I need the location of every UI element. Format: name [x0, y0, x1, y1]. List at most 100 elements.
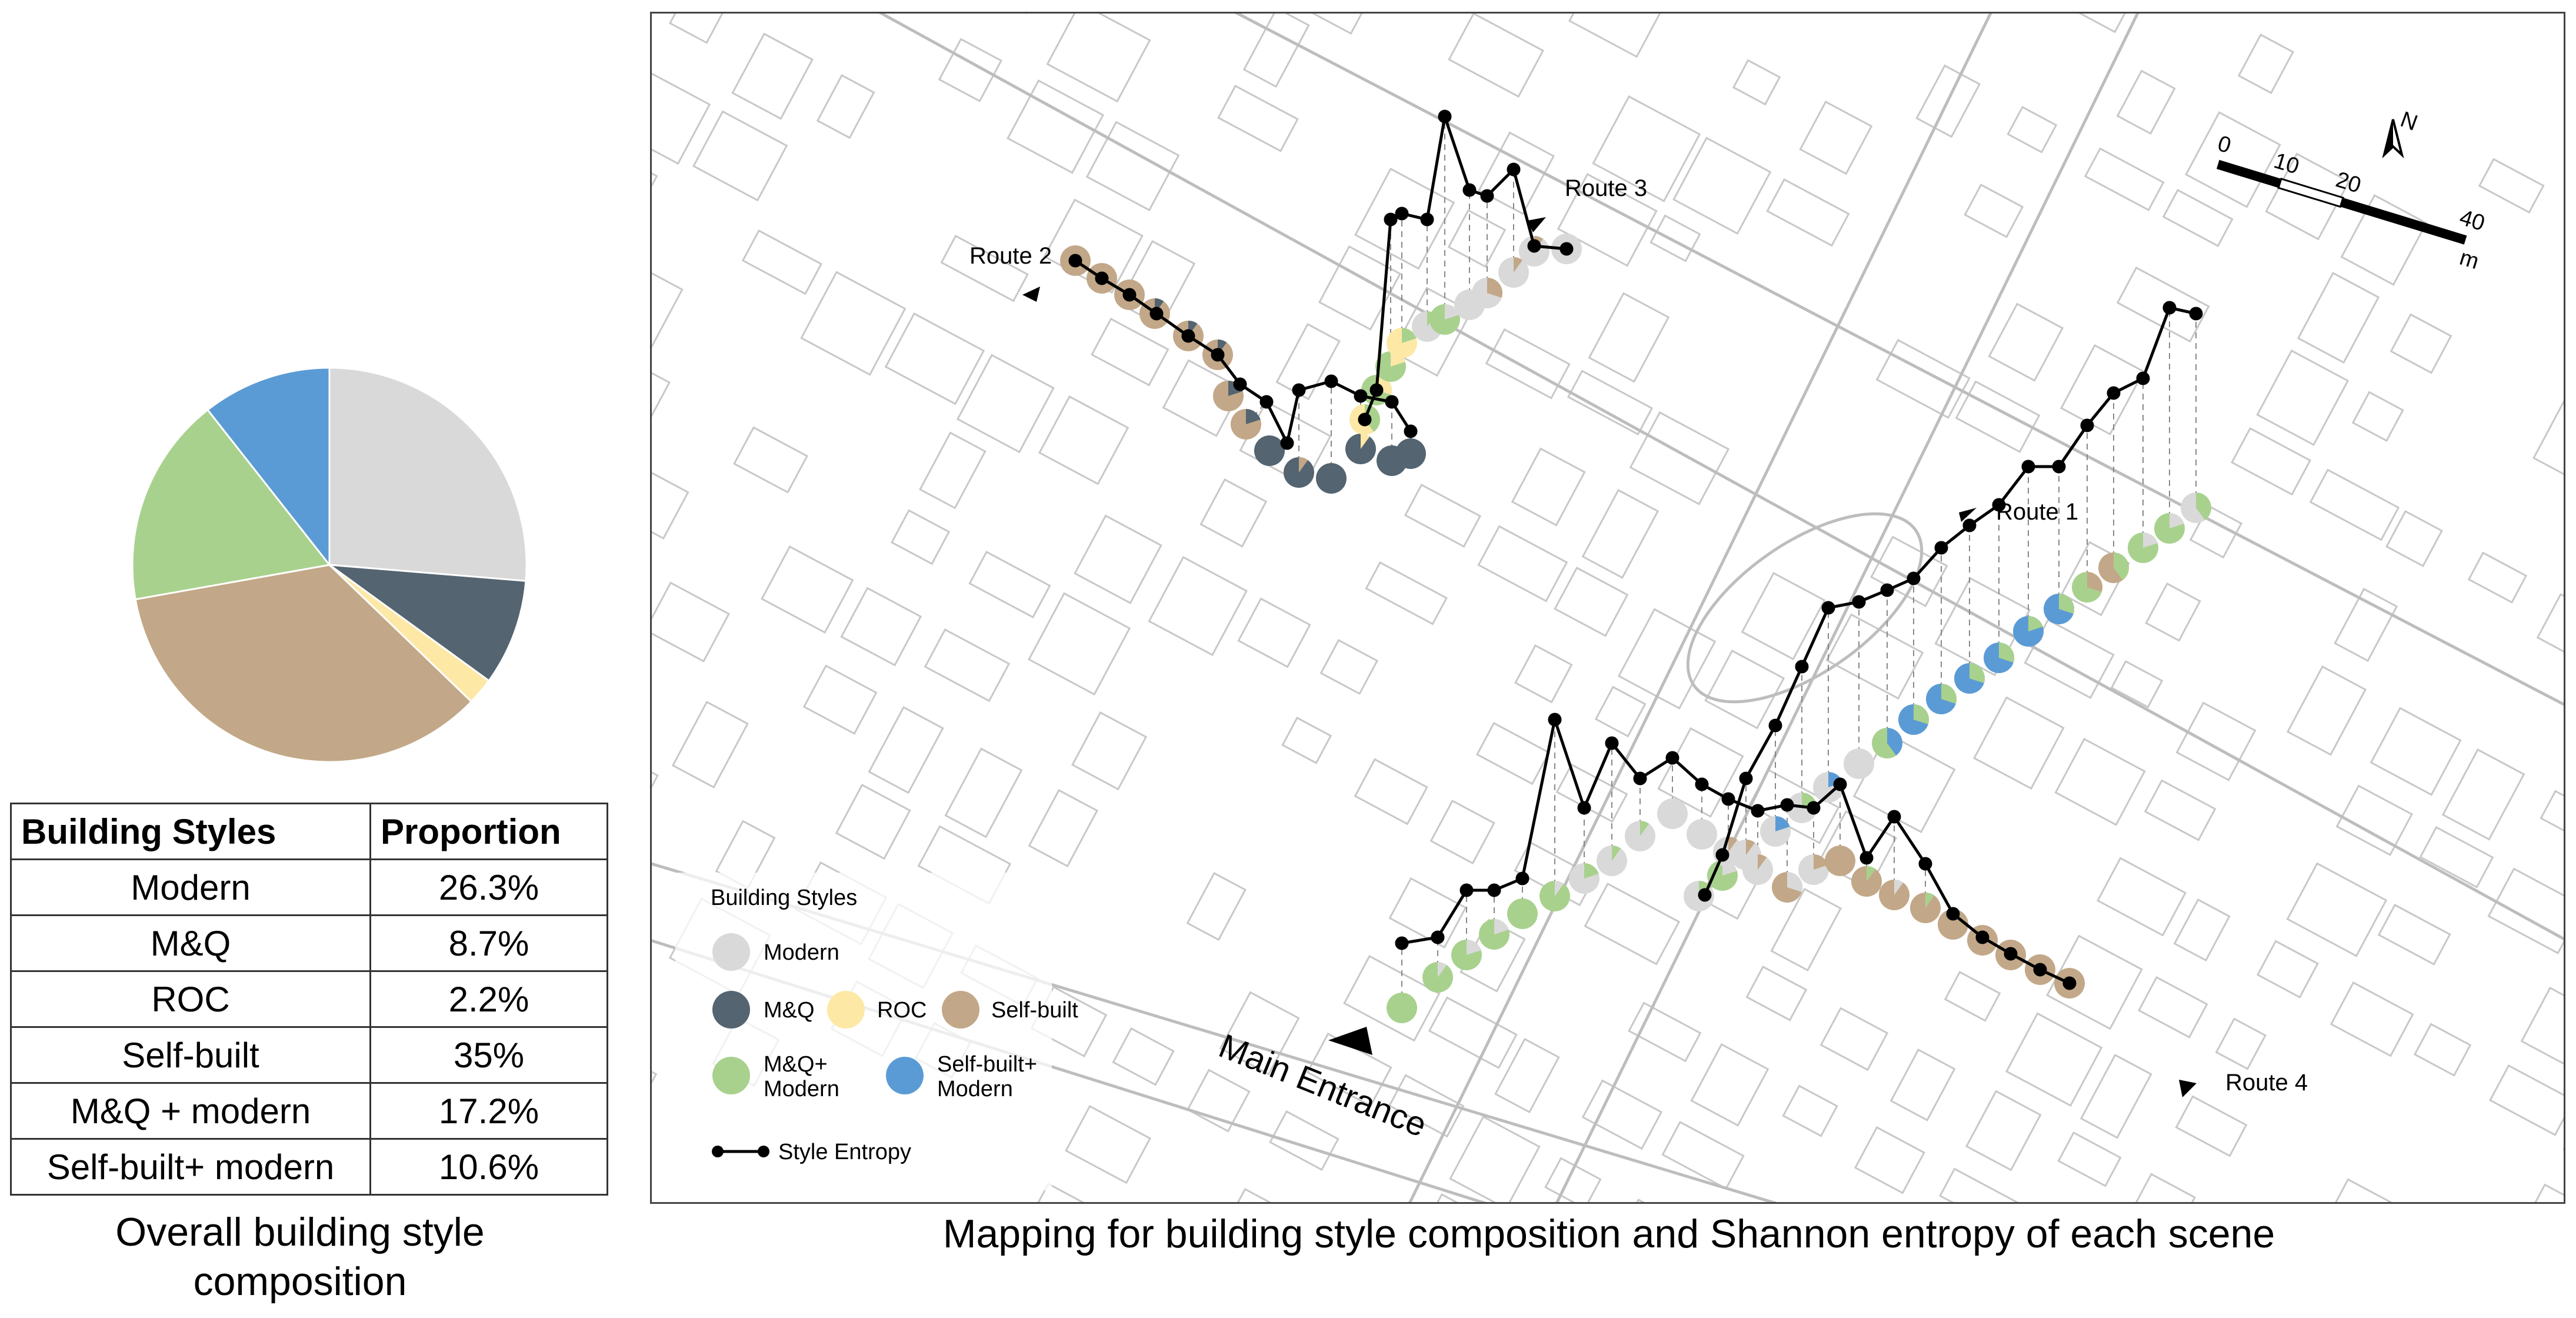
scene-pie-secondary [1299, 457, 1308, 472]
scene-pie-secondary [1612, 846, 1621, 861]
route-1-scene-pie [1872, 728, 1902, 758]
route-2-scene-pie [1254, 435, 1285, 466]
scene-pie-secondary [1487, 278, 1502, 298]
route-4-scene-pie [1798, 854, 1829, 885]
map-building-outline [1875, 338, 1971, 419]
map-building-outline [884, 312, 985, 405]
scene-pie-secondary [1246, 409, 1261, 424]
route-4-entropy-point [1515, 871, 1529, 886]
map-building-outline [2286, 862, 2388, 957]
route-4-scene-pie [1387, 993, 1417, 1023]
scene-pie-main [1844, 748, 1874, 779]
map-building-outline [1592, 95, 1701, 202]
proportion-cell: 17.2% [369, 1082, 608, 1140]
map-building-outline [2478, 158, 2545, 214]
map-building-outline [2487, 867, 2564, 954]
map-building-outline [1186, 1069, 1251, 1133]
map-building-outline [1311, 14, 1363, 35]
route-4-entropy-point [1975, 930, 1990, 944]
map-building-outline [1766, 178, 1850, 247]
route-3-entropy-point [1420, 212, 1434, 227]
route-1-entropy-point [2080, 418, 2094, 432]
scene-pie-secondary [1514, 257, 1523, 272]
map-building-outline [1494, 1037, 1560, 1114]
map-building-outline [2007, 105, 2058, 154]
legend-entropy-label: Style Entropy [778, 1140, 911, 1164]
scene-pie-secondary [2143, 532, 2158, 548]
header-proportion: Proportion [369, 803, 608, 860]
scene-pie-main [1395, 438, 1426, 469]
route-4-entropy-point [1780, 798, 1794, 812]
map-building-outline [1555, 763, 1628, 823]
map-building-outline [2080, 1053, 2152, 1139]
map-building-outline [652, 372, 671, 418]
route-1-arrow [1959, 508, 1977, 522]
route-2-entropy-point [1354, 389, 1368, 403]
map-building-outline [2520, 986, 2564, 1065]
route-1-entropy-point [2052, 460, 2066, 474]
map-building-outline [1485, 328, 1571, 400]
map-building-outline [2116, 69, 2176, 135]
scene-pie-secondary [1925, 893, 1935, 908]
scale-segment-0-10 [2216, 159, 2281, 188]
map-building-outline [1065, 1104, 1152, 1184]
route-1-entropy-point [2021, 460, 2035, 474]
scale-segment-20-40 [2340, 198, 2467, 245]
table-header-row: Building Styles Proportion [10, 803, 608, 860]
route-1-scene-pie [1760, 816, 1791, 847]
proportion-cell: 8.7% [369, 914, 608, 972]
map-building-outline [1649, 214, 1701, 262]
legend-title: Building Styles [711, 886, 857, 910]
map-building-outline [1581, 488, 1659, 579]
map-building-outline [652, 472, 689, 540]
map-building-outline [1567, 370, 1654, 436]
map-building-outline [2532, 400, 2564, 475]
map-building-outline [1732, 59, 1781, 106]
scene-pie-secondary [2028, 616, 2043, 631]
map-building-outline [1628, 1001, 1702, 1063]
route-2-label: Route 2 [969, 243, 1052, 269]
map-building-outline [1148, 555, 1248, 657]
route-4-entropy-point [1577, 801, 1591, 815]
map-building-outline [1275, 322, 1341, 401]
map-building-outline [938, 38, 1003, 102]
scale-segment-10-20 [2277, 178, 2344, 208]
route-3-entropy-point [1559, 242, 1574, 256]
map-building-outline [2175, 701, 2257, 781]
map-building-outline [1770, 887, 1842, 972]
map-building-outline [652, 272, 684, 349]
scene-pie-secondary [1775, 816, 1790, 831]
route-2-scene-pie [1316, 463, 1347, 494]
route-1-scene-pie [1954, 663, 1985, 694]
map-building-outline [1365, 561, 1448, 625]
header-building-styles: Building Styles [10, 803, 371, 860]
scene-pie-secondary [1941, 684, 1957, 704]
map-building-outline [1672, 137, 1772, 235]
map-building-outline [2441, 748, 2525, 841]
scene-pie-secondary [1361, 434, 1370, 449]
scene-pie-main [1387, 993, 1417, 1023]
pie-slice-self-built-modern [206, 367, 331, 568]
scene-pie-secondary [1787, 872, 1802, 893]
scene-pie-secondary [1746, 840, 1755, 855]
style-cell: M&Q [10, 914, 371, 972]
map-building-outline [1448, 14, 1545, 98]
map-building-outline [1704, 649, 1785, 730]
map-building-outline [1242, 14, 1310, 88]
legend-entropy-dot-left [712, 1146, 724, 1157]
route-1-entropy-point [1907, 571, 1921, 585]
route-1-entropy-point [1992, 498, 2006, 512]
map-panel: Route 1 Route 2 Route 3 Route 4 Main Ent… [650, 12, 2565, 1204]
map-building-outline [1554, 566, 1629, 637]
map-building-outline [924, 628, 1011, 703]
map-building-outline [1745, 965, 1808, 1021]
map-building-outline [968, 550, 1051, 619]
map-building-outline [741, 229, 823, 295]
route-1-scene-pie [1926, 684, 1957, 714]
scene-pie-main [1316, 463, 1347, 494]
route-3-entropy-point [1462, 183, 1477, 197]
scene-pie-main [1254, 435, 1285, 466]
map-building-outline [652, 1070, 658, 1084]
